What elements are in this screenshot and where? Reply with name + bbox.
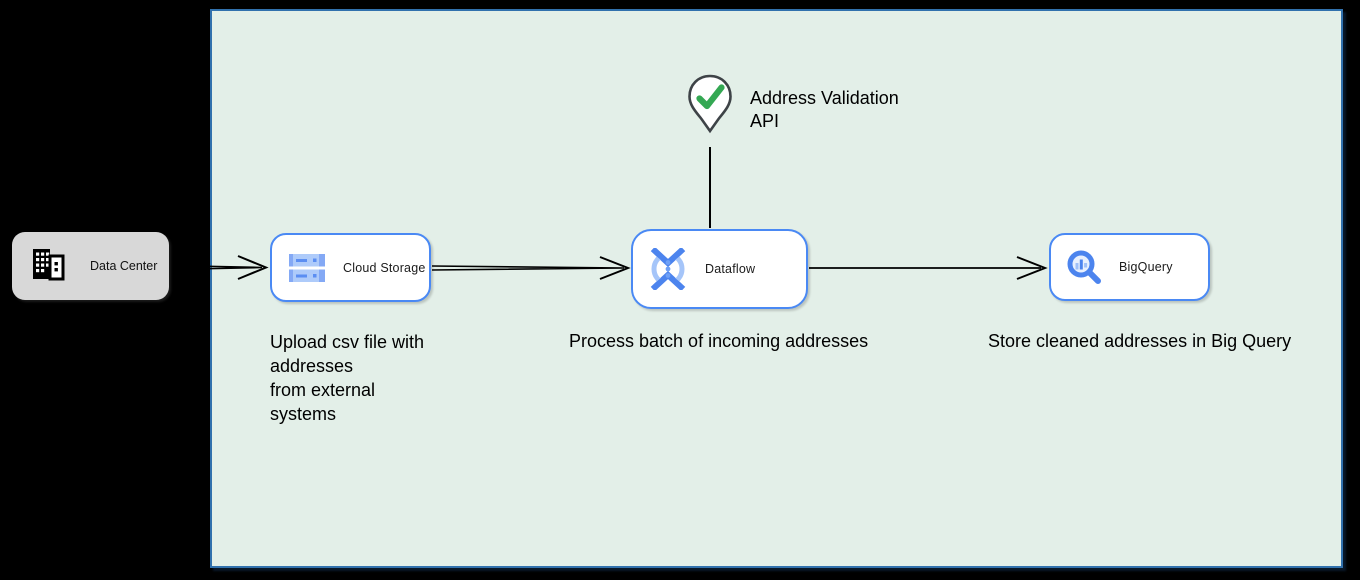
node-label: Cloud Storage [343, 260, 426, 275]
caption-cloud-storage: Upload csv file with addresses from exte… [270, 332, 425, 424]
bigquery-icon [1066, 249, 1102, 285]
caption-bigquery: Store cleaned addresses in Big Query [988, 331, 1292, 351]
node-bigquery[interactable]: BigQuery [1049, 233, 1210, 301]
node-label: Data Center [90, 259, 158, 273]
data-center-building-icon [30, 246, 66, 287]
node-label: Dataflow [705, 262, 756, 276]
node-label: BigQuery [1119, 260, 1173, 274]
node-dataflow[interactable]: Dataflow [631, 229, 808, 309]
node-cloud-storage[interactable]: Cloud Storage [270, 233, 431, 302]
node-data-center[interactable]: Data Center [12, 232, 169, 300]
cloud-storage-icon [288, 251, 326, 285]
map-pin-check-icon [686, 74, 734, 140]
node-address-validation-api[interactable] [686, 74, 734, 136]
address-validation-api-label: Address Validation API [750, 88, 899, 131]
caption-dataflow: Process batch of incoming addresses [569, 331, 869, 351]
dataflow-icon [648, 248, 688, 290]
